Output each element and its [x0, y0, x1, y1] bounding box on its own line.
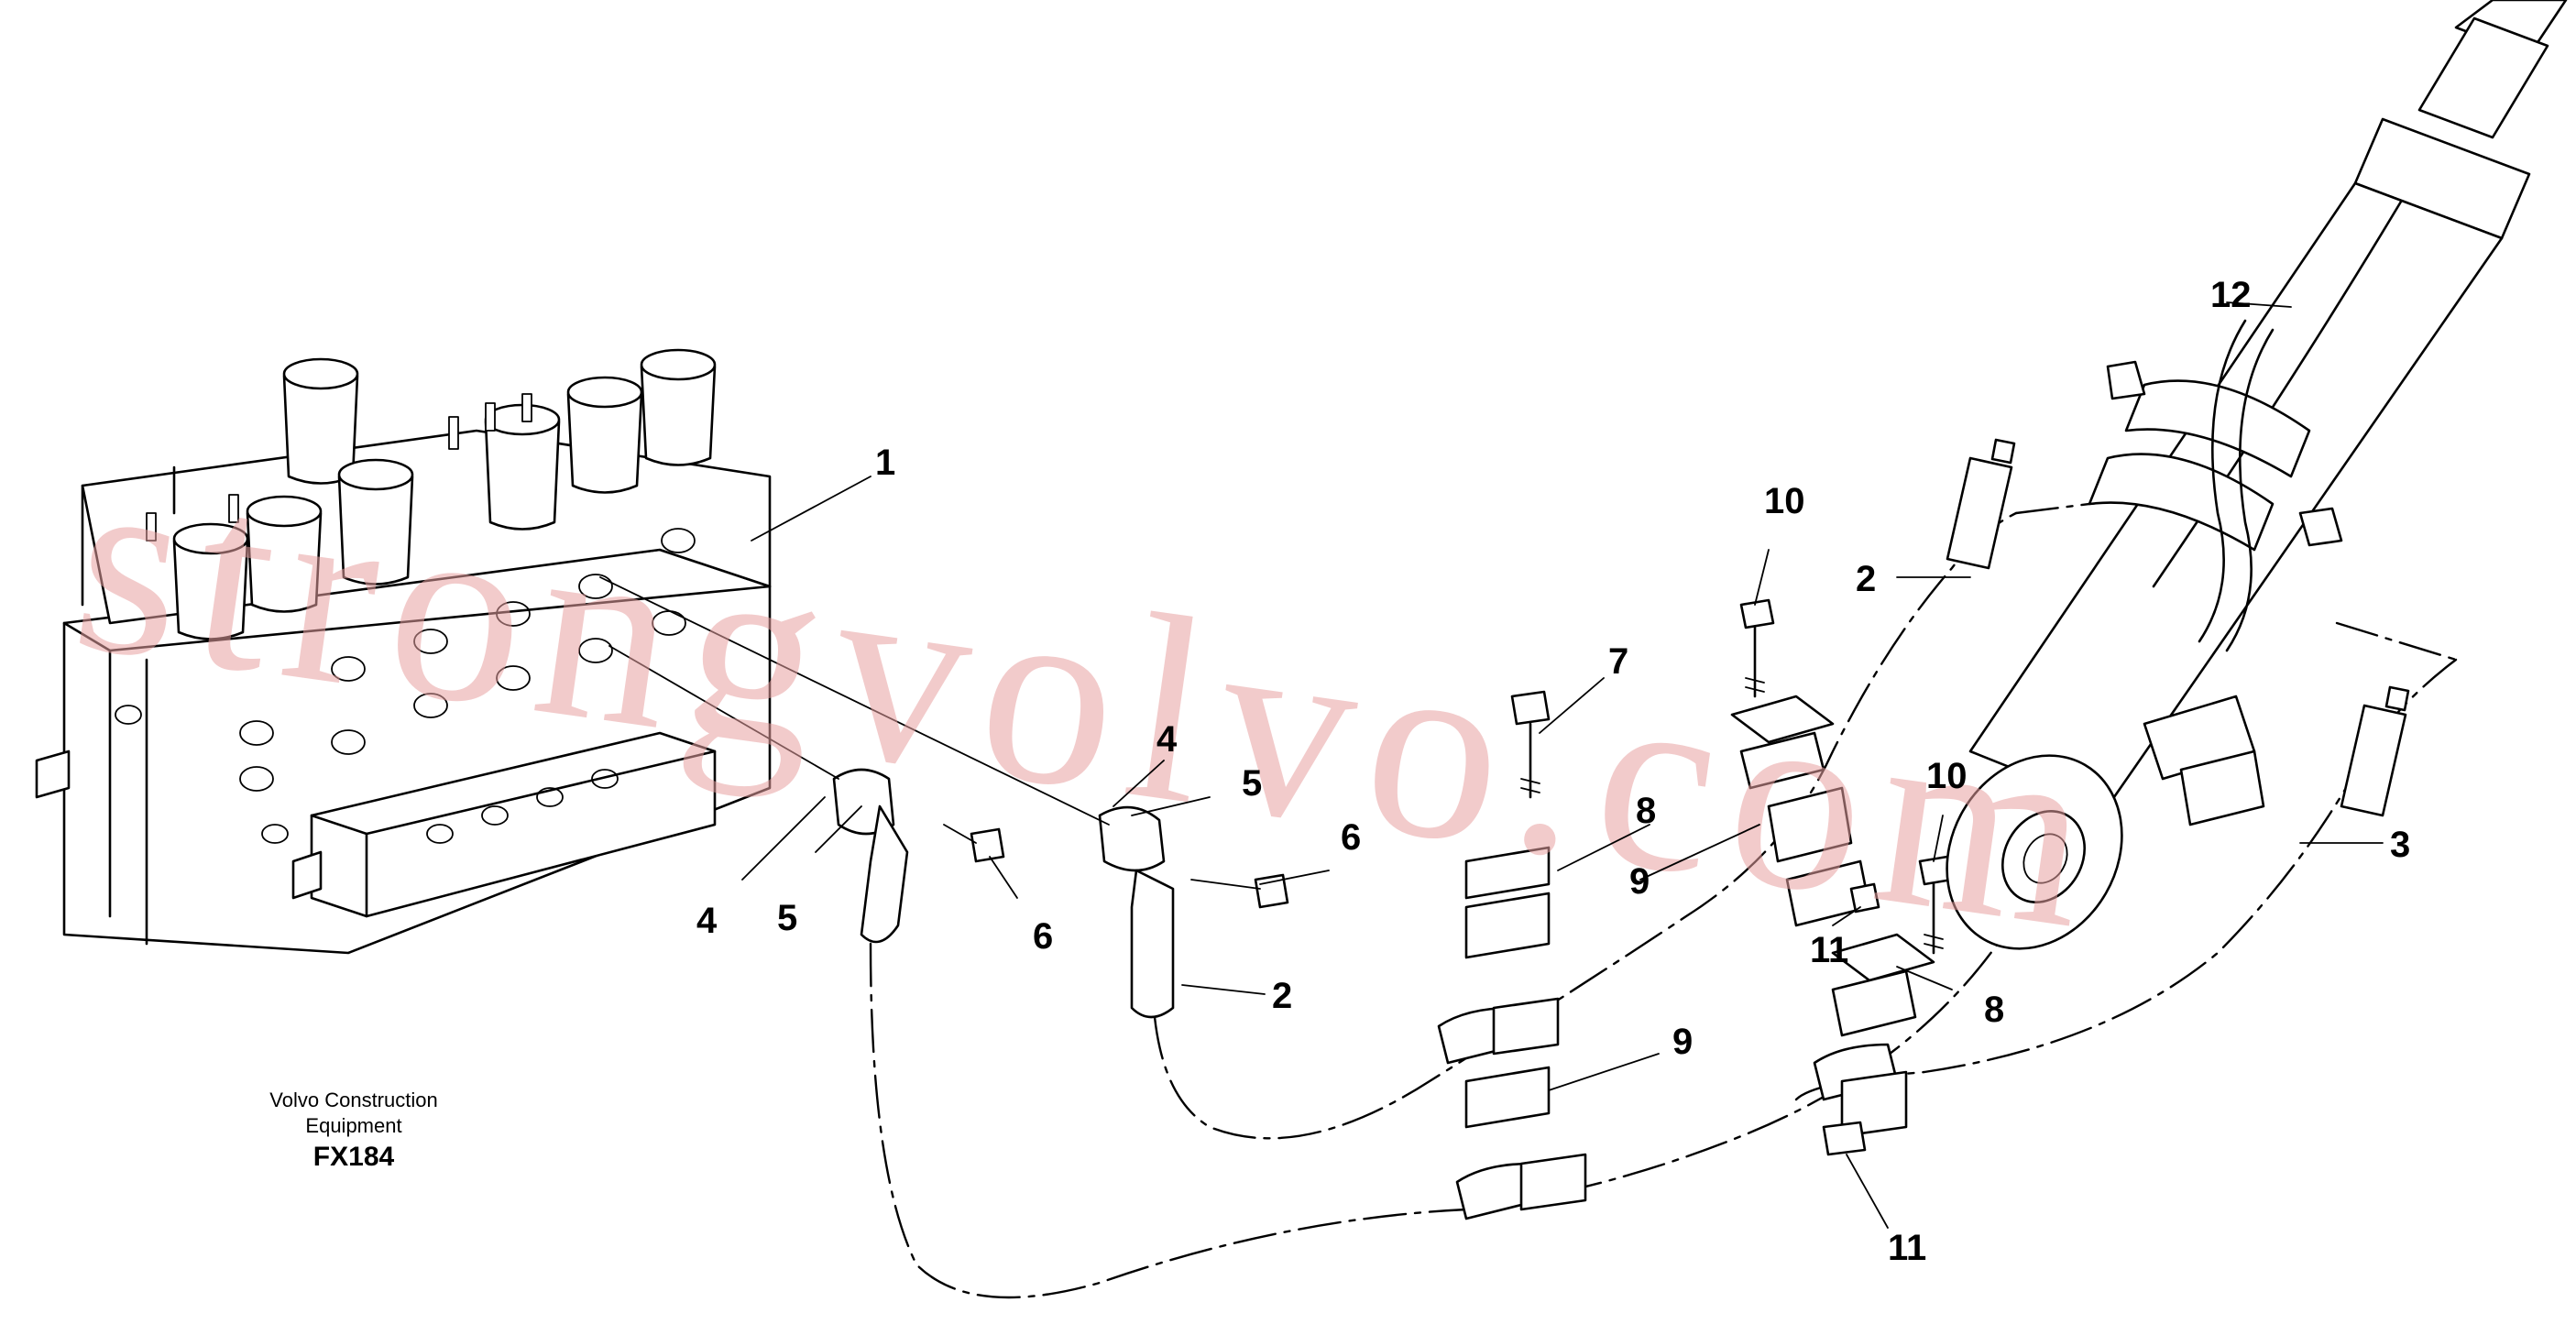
callout-4-right: 4 — [1156, 719, 1178, 760]
callout-8-lower: 8 — [1984, 990, 2004, 1030]
elbow-fittings — [832, 768, 1289, 1019]
callout-11-upper: 11 — [1810, 930, 1848, 970]
clamp-assembly-right — [1813, 855, 1954, 1156]
hose-fittings — [1946, 438, 2410, 817]
valve-ports — [115, 528, 696, 844]
clamp-assembly-upper — [1730, 598, 1871, 927]
callout-6-left: 6 — [1033, 916, 1053, 957]
solenoid-valves — [172, 348, 717, 640]
caption-equipment: Equipment — [305, 1114, 401, 1137]
callout-9-upper: 9 — [1629, 861, 1650, 902]
hydraulic-cylinder — [1946, 0, 2568, 950]
control-valve-block — [35, 348, 772, 955]
callout-11-lower: 11 — [1888, 1228, 1926, 1268]
callout-4-left: 4 — [696, 901, 718, 941]
callout-9-lower: 9 — [1672, 1022, 1693, 1062]
diagram-caption: Volvo Construction Equipment FX184 — [269, 1089, 437, 1172]
callout-2-upper: 2 — [1856, 559, 1876, 599]
callout-5-left: 5 — [777, 898, 797, 938]
callout-1: 1 — [875, 443, 895, 483]
callout-2-lower: 2 — [1272, 976, 1292, 1016]
callout-6-right: 6 — [1341, 817, 1361, 858]
callout-7: 7 — [1608, 641, 1628, 682]
callout-leaders — [741, 301, 2384, 1229]
callout-5-right: 5 — [1242, 763, 1262, 804]
callout-10-lower: 10 — [1926, 756, 1968, 796]
caption-company: Volvo Construction — [269, 1089, 437, 1111]
callout-labels: 1 2 2 3 4 4 5 5 6 6 7 8 8 9 9 10 10 11 1… — [696, 275, 2410, 1268]
callout-3: 3 — [2390, 825, 2410, 865]
callout-8-upper: 8 — [1636, 791, 1656, 831]
callout-12: 12 — [2210, 275, 2252, 315]
clamp-assembly-left — [1437, 690, 1587, 1220]
callout-10-upper: 10 — [1764, 481, 1805, 521]
caption-figure-code: FX184 — [313, 1142, 395, 1172]
